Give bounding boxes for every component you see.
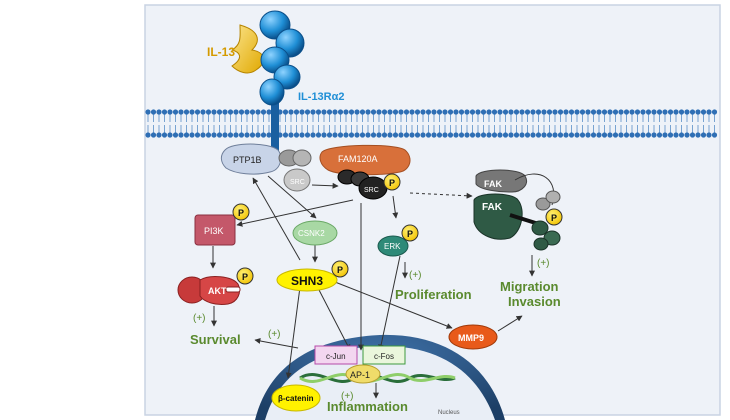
phospho-label: P xyxy=(407,229,413,239)
akt-protein xyxy=(177,276,241,305)
csnk2-label: CSNK2 xyxy=(298,229,325,238)
arrow-shn3-to-mmp9 xyxy=(334,281,453,329)
phospho-badge-shn3: P xyxy=(331,260,349,278)
arrow-src-to-active-src xyxy=(311,182,339,189)
arrow-shn3-to-ptp1b xyxy=(252,177,301,261)
pi3k-label: PI3K xyxy=(204,226,224,236)
phospho-label: P xyxy=(238,208,244,218)
cell-membrane xyxy=(145,109,718,138)
phospho-badge-fak: P xyxy=(545,208,563,226)
fak-complex xyxy=(473,169,561,251)
pathway-arrows xyxy=(210,175,535,399)
ptp1b-label: PTP1B xyxy=(233,155,262,165)
erk-label: ERK xyxy=(384,242,401,251)
fak-active-label: FAK xyxy=(482,202,503,213)
arrow-shn3-to-ap1 xyxy=(317,287,351,351)
phospho-badge-pi3k: P xyxy=(232,203,250,221)
plus-survival-ap1: (+) xyxy=(268,329,281,340)
il13-ligand xyxy=(230,24,264,74)
arrow-shn3-to-beta-catenin xyxy=(285,286,301,379)
beta-catenin-label: β-catenin xyxy=(278,394,314,403)
arrow-src-to-fak xyxy=(409,192,473,199)
phospho-label: P xyxy=(337,265,343,275)
plus-survival-akt: (+) xyxy=(193,313,206,324)
fak-inactive-label: FAK xyxy=(484,179,503,189)
src-inactive-protein xyxy=(278,149,312,192)
phospho-badge-akt: P xyxy=(236,267,254,285)
plus-migration: (+) xyxy=(537,258,550,269)
beta-catenin-protein xyxy=(271,384,321,412)
ap1-label: AP-1 xyxy=(350,370,370,380)
ap1-complex xyxy=(345,364,381,384)
outcome-proliferation: Proliferation xyxy=(395,287,472,302)
mmp9-protein xyxy=(448,324,498,350)
shn3-protein xyxy=(276,268,338,292)
ptp1b-protein xyxy=(220,143,282,175)
outcome-migration: Migration xyxy=(500,279,559,294)
pi3k-protein xyxy=(194,214,236,246)
cfos-label: c-Fos xyxy=(374,352,394,361)
fam120a-label: FAM120A xyxy=(338,154,378,164)
src-active-protein xyxy=(337,169,388,200)
cjun-protein xyxy=(314,345,358,365)
il13-label: IL-13 xyxy=(207,45,235,59)
arrow-erk-to-ap1 xyxy=(378,255,401,351)
nucleus-label: Nucleus xyxy=(438,410,460,416)
phospho-label: P xyxy=(551,213,557,223)
receptor-stem xyxy=(271,100,279,155)
fam120a-protein xyxy=(319,144,411,176)
phospho-badge-src: P xyxy=(383,173,401,191)
cfos-protein xyxy=(362,345,406,365)
mmp9-label: MMP9 xyxy=(458,333,484,343)
arrow-ptp1b-to-csnk2 xyxy=(267,175,317,219)
arrow-src-to-pi3k xyxy=(236,199,354,227)
outcome-invasion: Invasion xyxy=(508,294,561,309)
phospho-label: P xyxy=(242,272,248,282)
outcome-survival: Survival xyxy=(190,332,241,347)
plus-inflammation: (+) xyxy=(341,391,354,402)
akt-label: AKT xyxy=(208,286,227,296)
il13ra2-receptor xyxy=(259,10,305,106)
phospho-badge-erk: P xyxy=(401,224,419,242)
outcome-inflammation: Inflammation xyxy=(327,399,408,414)
arrow-mmp9-to-migration xyxy=(497,315,523,332)
shn3-label: SHN3 xyxy=(291,274,323,288)
arrow-ap1-to-survival xyxy=(254,338,299,349)
il13ra2-label: IL-13Rα2 xyxy=(298,91,345,103)
phospho-label: P xyxy=(389,178,395,188)
src-active-label: SRC xyxy=(364,187,379,194)
arrow-src-to-erk xyxy=(392,195,399,219)
cjun-label: c-Jun xyxy=(326,352,346,361)
csnk2-protein xyxy=(292,220,338,246)
src-inactive-label: SRC xyxy=(290,179,305,186)
erk-protein xyxy=(377,235,409,257)
plus-proliferation: (+) xyxy=(409,270,422,281)
